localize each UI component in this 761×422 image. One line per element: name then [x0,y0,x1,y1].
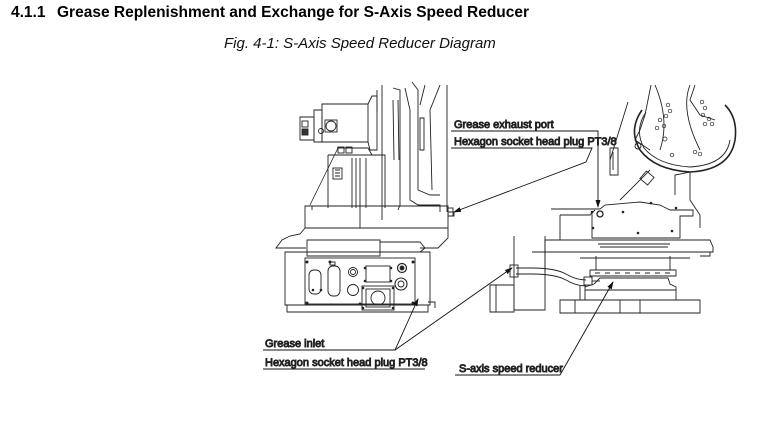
leader-lines [263,130,614,376]
exhaust-plug-label: Hexagon socket head plug PT3/8 [454,136,617,148]
section-title: Grease Replenishment and Exchange for S-… [57,4,530,21]
inlet-plug-label: Hexagon socket head plug PT3/8 [265,357,428,369]
figure-caption: Fig. 4-1: S-Axis Speed Reducer Diagram [224,35,496,52]
grease-inlet-label: Grease inlet [265,338,324,350]
front-view-drawing [275,81,455,313]
speed-reducer-label: S-axis speed reducer [459,363,563,375]
exhaust-port-label: Grease exhaust port [454,119,554,131]
side-view-drawing [489,84,737,314]
section-heading: 4.1.1 Grease Replenishment and Exchange f… [11,4,529,22]
section-number: 4.1.1 [11,4,46,21]
